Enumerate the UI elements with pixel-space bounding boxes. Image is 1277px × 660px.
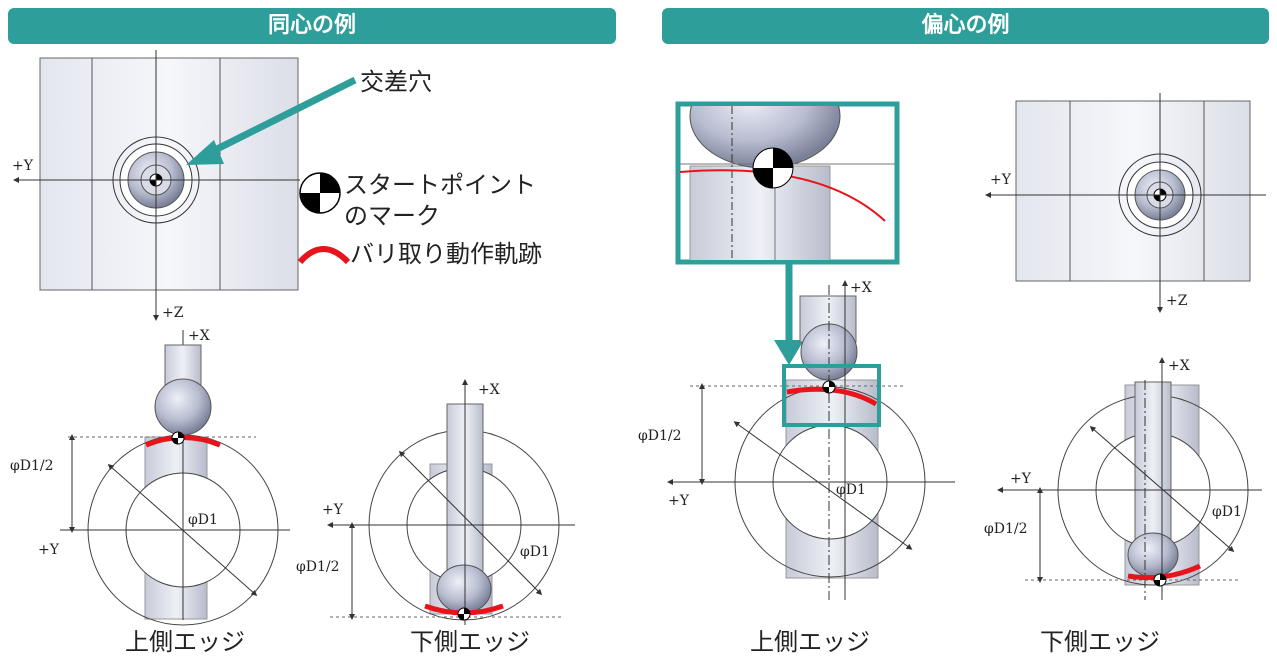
- axis-label-plus-z: +Z: [1166, 293, 1188, 309]
- concentric-upper-edge-view: +X +Y φD1/2 φD1: [10, 328, 290, 626]
- eccentric-upper-edge-view: +X +Y φD1/2 φD1: [638, 280, 955, 600]
- eccentric-zoom-inset: [675, 101, 900, 365]
- dimension-diameter: φD1: [188, 512, 218, 528]
- caption-concentric-upper-edge: 上側エッジ: [125, 628, 245, 656]
- axis-label-plus-y: +Y: [322, 502, 344, 518]
- legend-deburr-path: バリ取り動作軌跡: [350, 240, 542, 268]
- axis-label-plus-y: +Y: [990, 172, 1012, 188]
- axis-label-plus-x: +X: [1168, 358, 1190, 374]
- concentric-lower-edge-view: +X +Y φD1/2 φD1: [296, 379, 575, 625]
- axis-label-plus-x: +X: [188, 328, 210, 344]
- start-point-mark-icon: [299, 172, 341, 214]
- axis-label-plus-x: +X: [850, 280, 872, 296]
- legend-start-point-line2: のマーク: [344, 202, 440, 230]
- dimension-radius: φD1/2: [638, 428, 682, 444]
- dimension-diameter: φD1: [1212, 504, 1242, 520]
- caption-concentric-lower-edge: 下側エッジ: [410, 628, 530, 656]
- legend-start-point-line1: スタートポイント: [344, 171, 536, 199]
- dimension-radius: φD1/2: [296, 559, 340, 575]
- header-concentric: 同心の例: [8, 8, 616, 44]
- axis-label-plus-y: +Y: [12, 158, 34, 174]
- dimension-diameter: φD1: [520, 544, 550, 560]
- axis-label-plus-y: +Y: [38, 542, 60, 558]
- caption-eccentric-lower-edge: 下側エッジ: [1040, 628, 1160, 656]
- dimension-radius: φD1/2: [984, 521, 1028, 537]
- dimension-diameter: φD1: [836, 482, 866, 498]
- header-eccentric: 偏心の例: [662, 8, 1269, 44]
- axis-label-plus-y: +Y: [668, 493, 690, 509]
- eccentric-lower-edge-view: +X +Y φD1/2 φD1: [984, 357, 1262, 600]
- eccentric-top-view: +Y +Z: [985, 93, 1266, 313]
- axis-label-plus-z: +Z: [162, 305, 184, 321]
- deburr-path-icon: [297, 246, 351, 265]
- axis-label-plus-x: +X: [478, 382, 500, 398]
- legend: スタートポイント のマーク バリ取り動作軌跡: [297, 171, 542, 268]
- caption-eccentric-upper-edge: 上側エッジ: [750, 628, 870, 656]
- cross-hole-callout: 交差穴: [186, 68, 432, 165]
- dimension-radius: φD1/2: [10, 458, 54, 474]
- axis-label-plus-y: +Y: [1010, 471, 1032, 487]
- cross-hole-label: 交差穴: [360, 68, 432, 96]
- concentric-top-view: +Y +Z: [12, 50, 300, 321]
